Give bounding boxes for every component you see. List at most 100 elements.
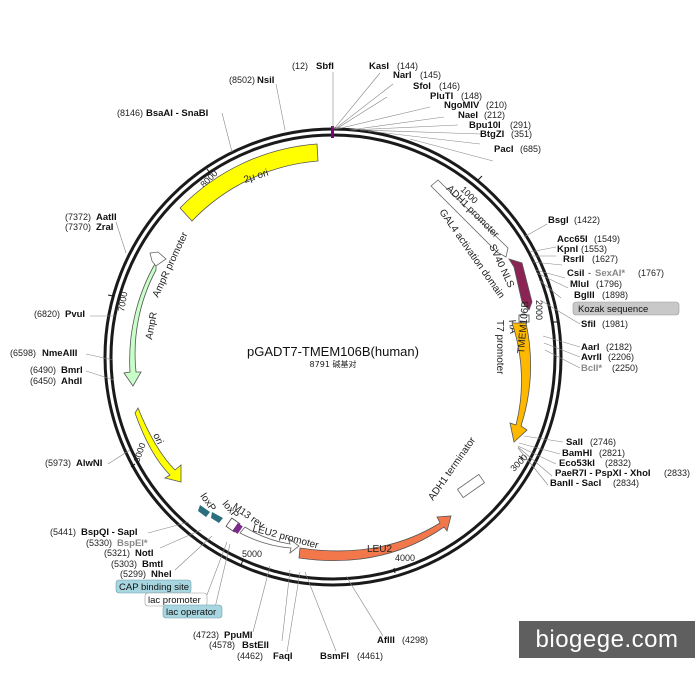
site-bsgi-name: BsgI: [548, 215, 569, 226]
lac-promoter-box: lac promoter: [144, 592, 208, 607]
site-bsteii-name: BstEII: [242, 640, 269, 651]
site-sfii-pos: (1981): [602, 319, 628, 329]
site-bcli: BclI* (2250): [581, 363, 638, 374]
site-kpni-name: KpnI: [557, 244, 578, 255]
site-bsteii: (4578) BstEII: [209, 640, 269, 651]
site-pluti-name: PluTI: [430, 91, 453, 102]
tmem106b-arrow: [509, 322, 531, 443]
site-bmti-name: BmtI: [142, 559, 163, 570]
site-rsrii-pos: (1627): [592, 254, 618, 264]
site-banii-saci-pos: (2834): [613, 478, 639, 488]
site-aflii: AflII (4298): [377, 635, 428, 646]
site-paci: PacI (685): [494, 144, 541, 155]
site-aari-pos: (2182): [606, 342, 632, 352]
ha-tag: [518, 314, 530, 323]
site-bspei: (5330) BspEI*: [86, 538, 148, 549]
site-avrii-pos: (2206): [608, 352, 634, 362]
site-sali-name: SalI: [566, 437, 583, 448]
site-paer7i-pos: (2833): [664, 468, 690, 478]
site-bpu10i: Bpu10I (291): [469, 120, 531, 131]
tick-6000: 6000: [131, 441, 147, 463]
tick-7000: 7000: [116, 291, 129, 312]
site-mlui-name: MluI: [570, 279, 589, 290]
site-aatii-name: AatII: [96, 212, 117, 223]
site-nhei-name: NheI: [151, 569, 172, 580]
site-bamhi-pos: (2821): [599, 448, 625, 458]
site-kpni-pos: (1553): [581, 244, 607, 254]
site-alwni-pos: (5973): [45, 458, 71, 468]
site-bamhi: BamHI (2821): [562, 448, 625, 459]
watermark: biogege.com: [519, 621, 695, 658]
site-ngomiv-pos: (210): [486, 100, 507, 110]
site-avrii-name: AvrII: [581, 352, 602, 363]
site-bspqi-sapi-pos: (5441): [50, 527, 76, 537]
loxp-arrow-1: [198, 505, 210, 517]
site-faqi-pos: (4462): [237, 651, 263, 661]
site-rsrii: RsrII (1627): [563, 254, 618, 265]
site-aari-name: AarI: [581, 342, 599, 353]
ampr-arrow: [123, 260, 157, 387]
cap-binding-label: CAP binding site: [119, 582, 189, 593]
site-bsmfi-name: BsmFI: [320, 651, 349, 662]
site-bglii-pos: (1898): [602, 290, 628, 300]
site-faqi-name: FaqI: [273, 651, 293, 662]
lac-operator-marker: [232, 523, 243, 534]
site-bglii-name: BglII: [574, 290, 595, 301]
origin-marker: [331, 126, 334, 138]
site-eco53ki-pos: (2832): [605, 458, 631, 468]
site-pvui-name: PvuI: [65, 309, 85, 320]
site-csii-name: CsiI: [567, 268, 584, 279]
site-kasi-name: KasI: [369, 61, 389, 72]
site-zrai-pos: (7370): [65, 222, 91, 232]
site-bmri: (6490) BmrI: [30, 365, 83, 376]
site-paer7i: PaeR7I - PspXI - XhoI (2833): [555, 468, 690, 479]
ampr-label: AmpR: [144, 311, 160, 340]
site-bsmfi-pos: (4461): [357, 651, 383, 661]
site-pluti-pos: (148): [461, 91, 482, 101]
site-avrii: AvrII (2206): [581, 352, 634, 363]
site-pluti: PluTI (148): [430, 91, 482, 102]
site-bamhi-name: BamHI: [562, 448, 592, 459]
tick-2000: 2000: [534, 300, 544, 320]
site-bmti-pos: (5303): [111, 559, 137, 569]
site-bsaai-snabi-pos: (8146): [117, 108, 143, 118]
site-mlui-pos: (1796): [596, 279, 622, 289]
site-bmri-pos: (6490): [30, 365, 56, 375]
site-alwni: (5973) AlwNI: [45, 458, 102, 469]
lac-operator-label: lac operator: [166, 607, 216, 618]
site-ahdi-pos: (6450): [30, 376, 56, 386]
plasmid-title: pGADT7-TMEM106B(human): [247, 344, 419, 359]
adh1-terminator-box: [456, 473, 486, 499]
site-nari: NarI (145): [393, 70, 441, 81]
site-bcli-name: BclI*: [581, 363, 602, 374]
site-naei-name: NaeI: [458, 110, 478, 121]
site-nmeaiii-name: NmeAIII: [42, 348, 77, 359]
site-zrai: (7370) ZraI: [65, 222, 113, 233]
site-sbfi: (12) SbfI: [292, 61, 334, 72]
leu2-promoter-arrow: [239, 526, 300, 554]
site-sbfi-pos: (12): [292, 61, 308, 71]
site-nhei: (5299) NheI: [120, 569, 172, 580]
site-sfoi-pos: (146): [439, 81, 460, 91]
leu2-arrow: [298, 515, 452, 562]
tmem106b-label: TMEM106B: [516, 300, 532, 354]
site-acc65i: Acc65I (1549): [557, 234, 620, 245]
cap-binding-box: CAP binding site: [115, 579, 192, 594]
site-aflii-pos: (4298): [402, 635, 428, 645]
site-mlui: MluI (1796): [570, 279, 622, 290]
site-bmti: (5303) BmtI: [111, 559, 163, 570]
site-acc65i-pos: (1549): [594, 234, 620, 244]
site-nsii-pos: (8502): [229, 75, 255, 85]
tick-5000: 5000: [242, 549, 262, 559]
site-paer7i-name: PaeR7I - PspXI - XhoI: [555, 468, 651, 479]
adh1-promoter-arrow: [430, 179, 509, 258]
lac-promoter-label: lac promoter: [148, 595, 201, 606]
site-sbfi-name: SbfI: [316, 61, 334, 72]
site-ngomiv-name: NgoMIV: [444, 100, 480, 111]
site-nmeaiii: (6598) NmeAIII: [10, 348, 77, 359]
site-sfii-name: SfiI: [581, 319, 596, 330]
two-micron-ori-arrow: [179, 143, 319, 222]
site-zrai-name: ZraI: [96, 222, 113, 233]
site-eco53ki: Eco53kI (2832): [559, 458, 631, 469]
lac-operator-box: lac operator: [162, 604, 223, 619]
